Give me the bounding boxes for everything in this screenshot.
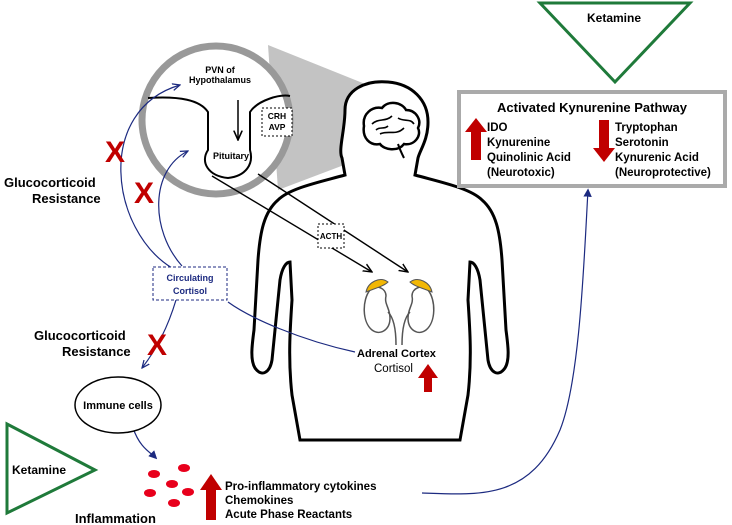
kynurenine-down-arrow-icon xyxy=(593,120,615,162)
kidneys-icon xyxy=(363,279,435,346)
blocked-x-icon: X xyxy=(134,177,154,210)
inflammation-item: Acute Phase Reactants xyxy=(225,509,352,521)
inflammation-item: Chemokines xyxy=(225,495,293,507)
blocked-x-icon: X xyxy=(147,329,167,362)
cortisol-label: Cortisol xyxy=(374,363,413,375)
hypothalamus-outline xyxy=(147,94,291,180)
cortisol-box-label: Cortisol xyxy=(173,286,207,296)
down-item: Serotonin xyxy=(615,137,669,149)
ketamine-top-triangle xyxy=(536,1,694,85)
up-item: (Neurotoxic) xyxy=(487,167,555,179)
avp-label: AVP xyxy=(269,122,286,132)
inflammation-to-kynurenine-line xyxy=(421,188,592,495)
gc-resistance-1-line1: Glucocorticoid xyxy=(4,175,96,190)
immune-cells-label: Immune cells xyxy=(83,400,153,412)
pvn-label: PVN of xyxy=(205,65,236,75)
acth-label: ACTH xyxy=(320,232,342,241)
kynurenine-pathway-box xyxy=(457,90,727,188)
kynurenine-up-arrow-icon xyxy=(465,118,487,160)
blocked-x-icon: X xyxy=(105,136,125,169)
ketamine-left-label: Ketamine xyxy=(12,463,66,477)
gc-resistance-1-line2: Resistance xyxy=(32,191,101,206)
down-item: Tryptophan xyxy=(615,122,678,134)
ketamine-left-triangle xyxy=(5,421,99,516)
cortisol-up-arrow-icon xyxy=(418,364,438,392)
cortisol-to-circulating-line xyxy=(227,301,356,353)
crh-label: CRH xyxy=(268,111,286,121)
down-item: Kynurenic Acid xyxy=(615,152,699,164)
ketamine-top-label: Ketamine xyxy=(587,11,641,25)
up-item: Quinolinic Acid xyxy=(487,152,571,164)
brain-icon xyxy=(362,101,421,159)
inflammation-item: Pro-inflammatory cytokines xyxy=(225,481,376,493)
magnifier-cone xyxy=(268,45,410,190)
circulating-label: Circulating xyxy=(166,273,213,283)
feedback-to-hypothalamus-line xyxy=(120,85,180,269)
gc-resistance-2-line1: Glucocorticoid xyxy=(34,328,126,343)
down-item: (Neuroprotective) xyxy=(615,167,711,179)
inflammation-up-arrow-icon xyxy=(200,474,222,520)
adrenal-cortex-label: Adrenal Cortex xyxy=(357,348,437,360)
inflammation-label: Inflammation xyxy=(75,511,156,525)
immune-cells-ellipse xyxy=(74,376,162,434)
body-silhouette xyxy=(250,80,510,442)
acth-box xyxy=(317,223,345,249)
feedback-to-pituitary-line xyxy=(158,151,188,267)
pituitary-label: Pituitary xyxy=(213,151,249,161)
acth-arrow-right xyxy=(257,173,408,272)
up-item: IDO xyxy=(487,122,508,134)
hypothalamus-label: Hypothalamus xyxy=(189,75,251,85)
kynurenine-title: Activated Kynurenine Pathway xyxy=(497,100,688,115)
crh-avp-box xyxy=(261,107,293,137)
gc-resistance-2-line2: Resistance xyxy=(62,344,131,359)
up-item: Kynurenine xyxy=(487,137,550,149)
immune-to-inflammation-line xyxy=(132,427,158,460)
cortisol-to-immune-line xyxy=(142,299,177,368)
circulating-cortisol-box xyxy=(152,266,228,301)
inflammation-dots xyxy=(144,464,194,507)
acth-arrow-left xyxy=(211,175,372,272)
